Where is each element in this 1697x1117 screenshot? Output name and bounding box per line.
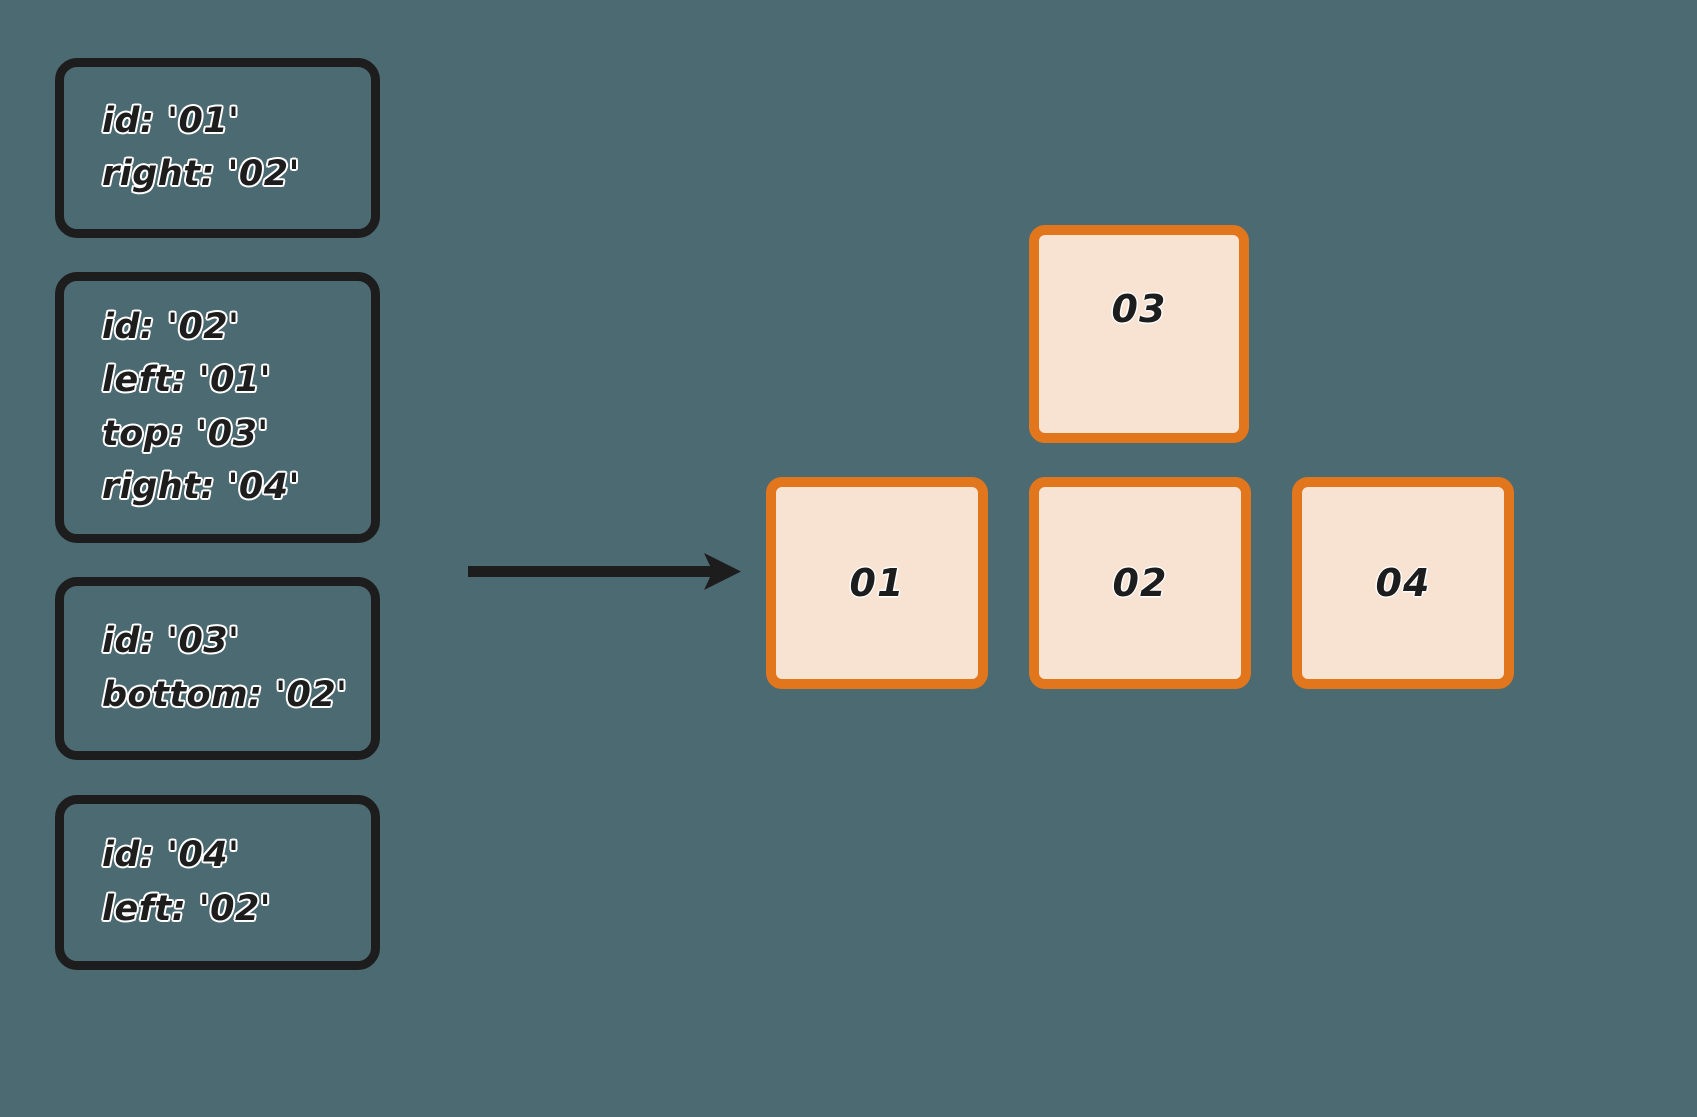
grid-tile-04[interactable]: 04	[1292, 477, 1514, 689]
grid-tile-02[interactable]: 02	[1029, 477, 1251, 689]
spec-line: right: '04'	[102, 466, 300, 507]
spec-line: left: '01'	[102, 360, 272, 401]
arrow-right-icon	[468, 553, 741, 590]
spec-line: id: '04'	[102, 835, 240, 876]
spec-line: top: '03'	[102, 413, 269, 454]
grid-tile-01[interactable]: 01	[766, 477, 988, 689]
tile-label: 04	[1375, 561, 1431, 605]
spec-line: id: '03'	[102, 621, 240, 662]
spec-line: left: '02'	[102, 888, 272, 929]
spec-card-02: id: '02' left: '01' top: '03' right: '04…	[55, 272, 380, 543]
spec-line: id: '01'	[102, 100, 240, 141]
grid-tile-03[interactable]: 03	[1029, 225, 1249, 443]
spec-line: right: '02'	[102, 154, 300, 194]
tile-label: 01	[849, 561, 905, 605]
spec-card-03: id: '03' bottom: '02'	[55, 577, 380, 760]
tile-label: 03	[1111, 287, 1167, 331]
spec-card-04: id: '04' left: '02'	[55, 795, 380, 970]
spec-line: bottom: '02'	[102, 674, 348, 715]
spec-line: id: '02'	[102, 307, 240, 348]
tile-label: 02	[1112, 561, 1168, 605]
spec-card-01: id: '01' right: '02'	[55, 58, 380, 238]
